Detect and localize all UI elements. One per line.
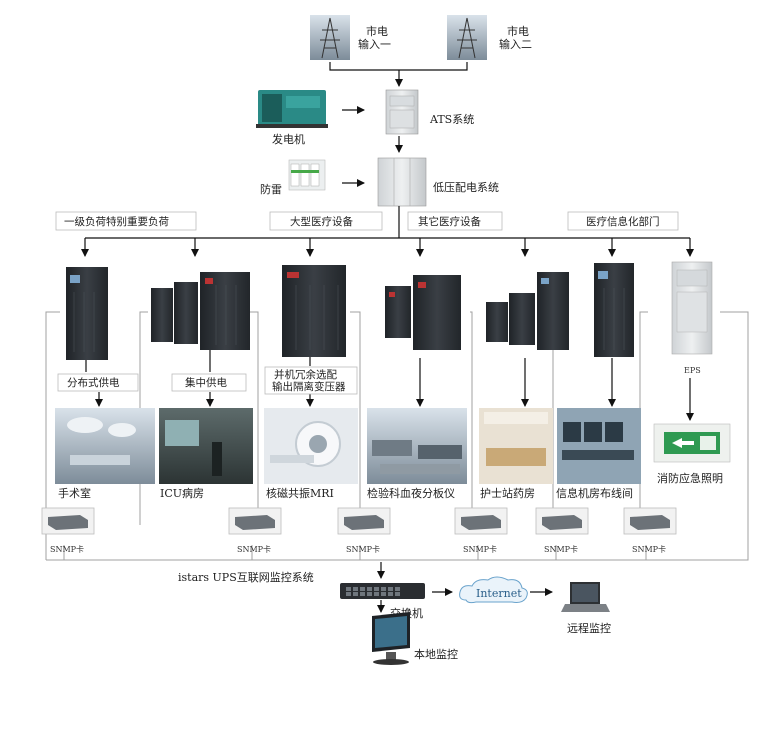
room-label: 检验科血夜分板仪: [367, 486, 455, 500]
mains-input-2-label: 市电输入二: [499, 24, 532, 51]
snmp-card-label: SNMP卡: [632, 544, 666, 554]
centralized-supply-label: 集中供电: [185, 376, 227, 389]
surge-label: 防雷: [260, 182, 282, 196]
room-label: ICU病房: [160, 486, 204, 500]
snmp-card-label: SNMP卡: [346, 544, 380, 554]
eps-label: EPS: [684, 366, 701, 375]
local-monitor: 本地监控: [372, 612, 458, 665]
snmp-card: SNMP卡: [228, 507, 282, 554]
ups-distributed: [66, 267, 108, 360]
snmp-card-device: [344, 515, 384, 530]
lv-distribution-cabinet: 低压配电系统: [377, 157, 499, 207]
ups-other-medical: [385, 275, 461, 350]
snmp-card-label: SNMP卡: [463, 544, 497, 554]
internet-label: Internet: [476, 587, 522, 600]
room-label: 信息机房布线间: [556, 486, 633, 500]
eps-cabinet: EPS: [671, 261, 713, 375]
category-boxes: 一级负荷特别重要负荷 大型医疗设备 其它医疗设备 医疗信息化部门: [55, 211, 679, 231]
remote-laptop: 远程监控: [561, 582, 611, 635]
snmp-card: SNMP卡: [535, 507, 589, 554]
snmp-card-label: SNMP卡: [544, 544, 578, 554]
room-photo-operating: [55, 408, 155, 484]
category-label: 医疗信息化部门: [586, 215, 660, 228]
snmp-card: SNMP卡: [337, 507, 391, 554]
ups-nurse-station: [486, 272, 569, 350]
snmp-network-lines: [45, 311, 749, 561]
room-label: 核磁共振MRI: [266, 486, 334, 500]
emergency-exit-sign: [653, 423, 731, 463]
snmp-card-device: [461, 515, 501, 530]
snmp-card: SNMP卡: [41, 507, 95, 554]
mains-input-1-label: 市电输入一: [358, 24, 391, 51]
room-photo-mri: [264, 408, 358, 484]
ups-parallel-redundant: [282, 265, 346, 357]
power-tower-icon: [457, 17, 477, 59]
room-label: 消防应急照明: [657, 471, 723, 485]
category-label: 大型医疗设备: [290, 215, 353, 228]
room-photo-server-room: [557, 408, 641, 484]
monitoring-system-label: istars UPS互联网监控系统: [178, 570, 314, 584]
ats-cabinet: ATS系统: [385, 89, 474, 135]
surge-protector: 防雷: [260, 159, 326, 196]
category-label: 一级负荷特别重要负荷: [64, 215, 169, 228]
ups-centralized: [151, 272, 250, 350]
snmp-card-device: [542, 515, 582, 530]
network-switch: 交换机: [340, 583, 425, 620]
snmp-card: SNMP卡: [623, 507, 677, 554]
snmp-card-label: SNMP卡: [237, 544, 271, 554]
room-label: 手术室: [58, 486, 91, 500]
snmp-card-device: [235, 515, 275, 530]
snmp-card: SNMP卡: [454, 507, 508, 554]
room-photo-icu: [159, 408, 253, 484]
internet-cloud: Internet: [459, 576, 528, 604]
room-photo-nurse-station: [479, 408, 553, 484]
generator: 发电机: [256, 90, 328, 146]
remote-monitor-label: 远程监控: [567, 621, 611, 635]
mains-input-1: 市电输入一: [310, 15, 391, 60]
distributed-supply-label: 分布式供电: [67, 376, 120, 389]
room-photo-lab: [367, 408, 467, 484]
room-label: 护士站药房: [480, 486, 535, 500]
ups-it-department: [594, 263, 634, 357]
cloud-icon: [459, 576, 528, 604]
parallel-supply-label: 并机冗余选配输出隔离变压器: [272, 368, 346, 393]
ats-label: ATS系统: [429, 113, 474, 126]
room-labels: 手术室 ICU病房 核磁共振MRI 检验科血夜分板仪 护士站药房 信息机房布线间…: [58, 471, 723, 500]
mains-input-2: 市电输入二: [447, 15, 532, 60]
power-tower-icon: [320, 17, 340, 59]
category-label: 其它医疗设备: [418, 215, 481, 228]
snmp-cards: SNMP卡 SNMP卡 SNMP卡 SNMP卡 SNMP卡 SNMP卡: [41, 507, 677, 554]
distribution-bus: [81, 206, 694, 257]
snmp-card-label: SNMP卡: [50, 544, 84, 554]
supply-labels: 分布式供电 集中供电 并机冗余选配输出隔离变压器: [57, 366, 358, 395]
lv-label: 低压配电系统: [433, 181, 499, 194]
snmp-card-device: [48, 515, 88, 530]
exit-arrow-icon: [672, 438, 694, 448]
snmp-card-device: [630, 515, 670, 530]
local-monitor-label: 本地监控: [414, 647, 458, 661]
generator-label: 发电机: [272, 132, 305, 146]
